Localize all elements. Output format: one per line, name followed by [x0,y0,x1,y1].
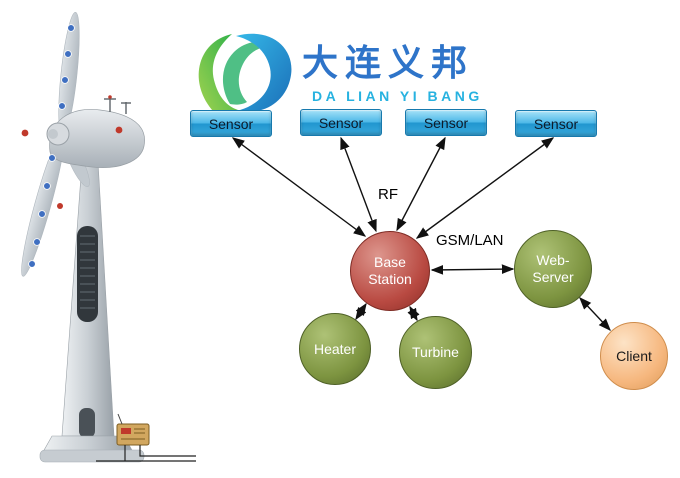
tower-base [42,435,134,453]
rf-link-label: RF [378,186,398,203]
gsm-lan-link-label: GSM/LAN [436,232,504,249]
turbine-nose-cone [48,129,58,139]
base-station-node: Base Station [350,231,430,311]
web-server-label: Web- Server [532,252,574,285]
arrow-webserver-client [579,296,611,332]
logo-b-shape [236,33,292,112]
sensor-label: Sensor [318,114,364,131]
tower-vent-slats [80,235,95,309]
turbine-blade-up [58,12,80,136]
sensor-label: Sensor [208,115,254,132]
company-name-english: DA LIAN YI BANG [312,88,483,104]
turbine-blade-front [64,139,90,187]
datalogger-antenna [117,413,123,425]
blade-sensor-dots [28,24,75,268]
arrow-sensor2-base [340,136,377,233]
datalogger-display [121,428,131,434]
base-station-label: Base Station [368,254,412,287]
turbine-tower [61,161,115,437]
turbine-node: Turbine [399,316,472,389]
arrow-sensor3-base [396,136,446,232]
company-name-chinese: 大连义邦 [302,42,475,83]
wind-turbine-illustration [21,12,196,463]
nacelle-antenna-icons [104,98,131,114]
logo-inner-leaf-shape [222,41,278,105]
arrow-base-webserver [430,264,515,275]
tower-base-plate [39,449,145,463]
antenna-tip-dot [108,95,112,99]
arrow-base-turbine [407,305,420,322]
client-node: Client [600,322,668,390]
sensor-label: Sensor [423,114,469,131]
ground-wires [96,445,196,462]
company-logo-mark [198,33,292,115]
datalogger-detail-lines [121,428,145,440]
sensor-node-2: Sensor [300,109,382,136]
turbine-nacelle [49,108,145,168]
red-indicator-dots [21,126,123,209]
heater-node: Heater [299,313,371,385]
sensor-node-1: Sensor [190,110,272,137]
tower-door [79,408,95,438]
turbine-blade-left [21,131,65,277]
turbine-hub [46,122,70,146]
tower-vent [77,226,98,322]
arrow-base-heater [355,302,367,321]
arrow-sensor4-base [415,137,555,239]
sensor-node-3: Sensor [405,109,487,136]
client-label: Client [616,347,652,364]
logo-leaf-shape [198,34,238,115]
sensor-label: Sensor [533,115,579,132]
sensor-node-4: Sensor [515,110,597,137]
turbine-label: Turbine [412,344,459,361]
web-server-node: Web- Server [514,230,592,308]
heater-label: Heater [313,340,357,357]
arrow-sensor1-base [231,137,367,237]
datalogger-box [116,423,150,446]
